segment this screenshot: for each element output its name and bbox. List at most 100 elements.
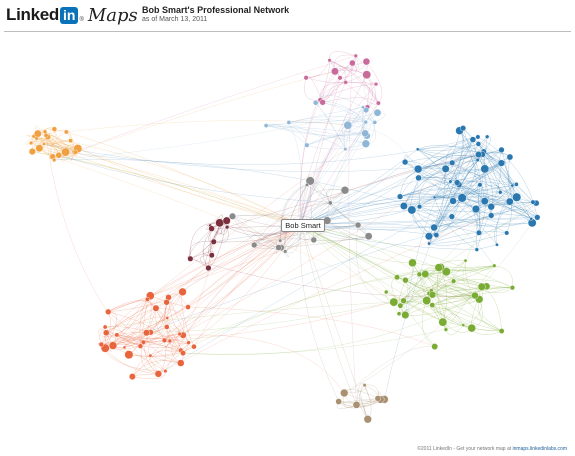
network-node[interactable] [327, 200, 333, 206]
network-node[interactable] [374, 395, 381, 402]
network-node[interactable] [362, 70, 372, 80]
network-node[interactable] [534, 214, 541, 221]
network-node[interactable] [506, 153, 514, 161]
network-node[interactable] [505, 197, 514, 206]
network-node[interactable] [122, 345, 127, 350]
network-node[interactable] [407, 205, 417, 215]
network-node[interactable] [52, 157, 57, 163]
network-node[interactable] [340, 186, 350, 195]
network-node[interactable] [185, 304, 191, 310]
network-node[interactable] [384, 289, 389, 295]
network-node[interactable] [343, 120, 353, 130]
network-node[interactable] [416, 204, 423, 210]
network-node[interactable] [102, 324, 108, 330]
network-node[interactable] [129, 373, 136, 380]
network-node[interactable] [354, 221, 362, 229]
network-graph[interactable] [0, 32, 575, 442]
network-node[interactable] [400, 297, 407, 304]
network-node[interactable] [352, 401, 361, 409]
network-node[interactable] [422, 296, 432, 305]
network-node[interactable] [29, 140, 34, 146]
network-node[interactable] [319, 99, 326, 106]
network-node[interactable] [448, 213, 455, 220]
network-node[interactable] [376, 100, 381, 106]
network-node[interactable] [480, 197, 489, 206]
network-node[interactable] [438, 317, 448, 327]
network-node[interactable] [429, 302, 436, 308]
network-node[interactable] [448, 179, 453, 184]
network-node[interactable] [191, 343, 197, 350]
network-node[interactable] [361, 129, 369, 137]
network-node[interactable] [178, 287, 187, 296]
network-node[interactable] [530, 199, 536, 205]
network-node[interactable] [475, 134, 481, 140]
network-node[interactable] [163, 299, 170, 306]
network-node[interactable] [305, 183, 309, 187]
network-node[interactable] [372, 120, 378, 125]
network-node[interactable] [402, 277, 409, 284]
network-node[interactable] [278, 238, 283, 243]
network-node[interactable] [402, 158, 409, 166]
network-node[interactable] [337, 75, 343, 81]
network-node[interactable] [208, 252, 215, 259]
network-node[interactable] [362, 383, 367, 388]
network-node[interactable] [498, 328, 505, 334]
network-node[interactable] [504, 230, 510, 236]
network-node[interactable] [68, 138, 73, 144]
network-node[interactable] [514, 182, 519, 187]
network-node[interactable] [449, 159, 456, 166]
network-node[interactable] [177, 331, 182, 337]
footer-link[interactable]: inmaps.linkedinlabs.com [512, 446, 567, 452]
network-node[interactable] [461, 323, 466, 327]
network-node[interactable] [441, 267, 451, 277]
network-node[interactable] [408, 258, 417, 268]
network-node[interactable] [177, 359, 185, 367]
network-node[interactable] [154, 370, 162, 378]
network-node[interactable] [335, 398, 342, 405]
network-node[interactable] [509, 285, 515, 291]
network-node[interactable] [275, 244, 282, 251]
network-node[interactable] [467, 323, 476, 333]
network-node[interactable] [141, 339, 146, 345]
network-node[interactable] [353, 53, 358, 58]
network-node[interactable] [187, 255, 194, 262]
network-node[interactable] [477, 282, 486, 291]
network-node[interactable] [63, 129, 69, 135]
network-node[interactable] [463, 258, 468, 263]
network-node[interactable] [510, 183, 515, 188]
network-node[interactable] [143, 329, 150, 337]
network-node[interactable] [498, 190, 503, 195]
network-node[interactable] [477, 182, 483, 188]
network-node[interactable] [421, 270, 430, 278]
linkedin-maps-logo[interactable]: Linked in ® Maps [6, 5, 138, 26]
network-node[interactable] [303, 75, 309, 81]
network-node[interactable] [167, 338, 172, 344]
network-node[interactable] [414, 164, 423, 174]
network-node[interactable] [430, 223, 438, 232]
network-node[interactable] [434, 263, 443, 272]
network-node[interactable] [432, 195, 437, 200]
network-node[interactable] [327, 58, 332, 63]
network-node[interactable] [476, 229, 482, 236]
network-node[interactable] [497, 159, 505, 167]
network-node[interactable] [431, 343, 439, 350]
network-node[interactable] [363, 120, 368, 125]
network-node[interactable] [263, 123, 269, 128]
network-node[interactable] [427, 241, 431, 246]
network-node[interactable] [474, 247, 479, 252]
network-node[interactable] [471, 205, 480, 214]
network-node[interactable] [152, 304, 160, 312]
network-node[interactable] [498, 146, 505, 153]
network-node[interactable] [401, 311, 410, 319]
network-node[interactable] [331, 67, 339, 76]
network-node[interactable] [161, 337, 168, 343]
network-node[interactable] [433, 232, 440, 238]
network-node[interactable] [35, 144, 44, 153]
network-node[interactable] [424, 232, 433, 241]
network-node[interactable] [397, 193, 404, 200]
network-node[interactable] [73, 149, 79, 155]
network-node[interactable] [114, 332, 120, 338]
network-node[interactable] [454, 179, 461, 186]
network-node[interactable] [363, 107, 370, 113]
network-node[interactable] [512, 192, 522, 202]
